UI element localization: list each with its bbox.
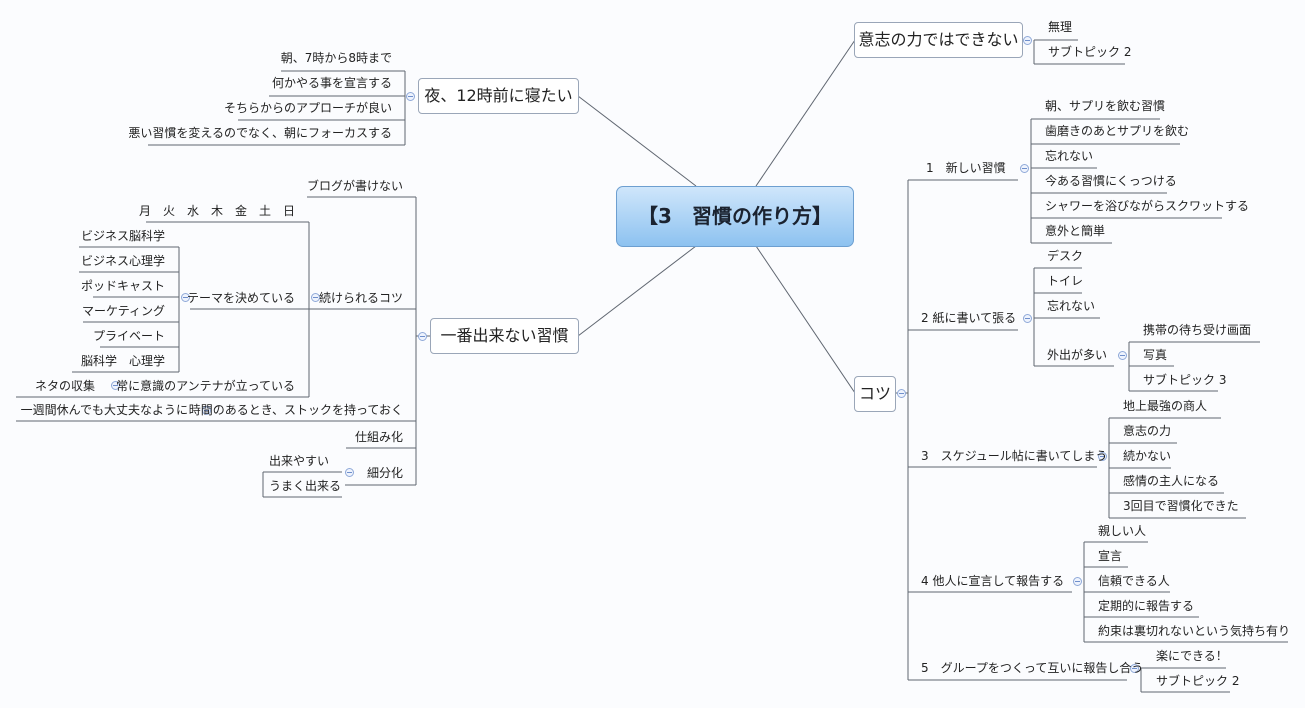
collapse-icon[interactable] [406, 92, 415, 101]
willpower-child[interactable]: サブトピック 2 [1048, 45, 1132, 59]
kotsu-subtopic-4[interactable]: 4 他人に宣言して報告する [921, 574, 1065, 588]
list-item[interactable]: 脳科学 心理学 [80, 354, 165, 368]
collapse-icon[interactable] [1023, 36, 1032, 45]
list-item[interactable]: 意志の力 [1123, 424, 1172, 438]
willpower-child[interactable]: 無理 [1048, 20, 1073, 34]
list-item[interactable]: ポッドキャスト [80, 279, 165, 293]
list-item[interactable]: 時間のあるとき、ストックを持っておく [188, 403, 403, 417]
topic-kotsu[interactable]: コツ [854, 376, 896, 412]
topic-night[interactable]: 夜、12時前に寝たい [418, 78, 579, 114]
collapse-icon[interactable] [1023, 314, 1032, 323]
kotsu-subtopic-1[interactable]: 1 新しい習慣 [926, 161, 1006, 175]
list-item[interactable]: 外出が多い [1047, 348, 1108, 362]
collapse-icon[interactable] [311, 293, 320, 302]
list-item[interactable]: 意外と簡単 [1045, 224, 1106, 238]
list-item[interactable]: 仕組み化 [354, 430, 403, 444]
list-item[interactable]: 月 火 水 木 金 土 日 [138, 204, 295, 218]
collapse-icon[interactable] [1118, 351, 1127, 360]
list-item[interactable]: 親しい人 [1098, 524, 1147, 538]
collapse-icon[interactable] [1130, 664, 1139, 673]
collapse-icon[interactable] [897, 389, 906, 398]
list-item[interactable]: 約束は裏切れないという気持ち有り [1098, 624, 1291, 638]
collapse-icon[interactable] [111, 381, 120, 390]
list-item[interactable]: 忘れない [1047, 299, 1096, 313]
list-item[interactable]: ビジネス心理学 [80, 254, 165, 268]
list-item[interactable]: 何かやる事を宣言する [271, 76, 392, 90]
list-item[interactable]: 朝、サプリを飲む習慣 [1045, 99, 1166, 113]
list-item[interactable]: そちらからのアプローチが良い [223, 101, 392, 115]
list-item[interactable]: テーマを決めている [186, 291, 295, 305]
list-item[interactable]: 信頼できる人 [1098, 574, 1170, 588]
collapse-icon[interactable] [181, 293, 190, 302]
list-item[interactable]: 地上最強の商人 [1123, 399, 1208, 413]
list-item[interactable]: 続かない [1123, 449, 1172, 463]
list-item[interactable]: 3回目で習慣化できた [1123, 499, 1239, 513]
list-item[interactable]: サブトピック 3 [1143, 373, 1227, 387]
list-item[interactable]: 歯磨きのあとサプリを飲む [1045, 124, 1190, 138]
list-item[interactable]: 出来やすい [269, 454, 330, 468]
list-item[interactable]: マーケティング [81, 304, 165, 318]
list-item[interactable]: 常に意識のアンテナが立っている [116, 379, 295, 393]
list-item[interactable]: トイレ [1047, 274, 1084, 288]
list-item[interactable]: ネタの収集 [34, 379, 95, 393]
list-item[interactable]: デスク [1047, 249, 1084, 263]
list-item[interactable]: 写真 [1143, 348, 1168, 362]
collapse-icon[interactable] [1073, 577, 1082, 586]
list-item[interactable]: 楽にできる！ [1156, 649, 1228, 663]
list-item[interactable]: 細分化 [366, 466, 403, 480]
list-item[interactable]: ブログが書けない [306, 179, 403, 193]
list-item[interactable]: うまく出来る [269, 479, 342, 493]
collapse-icon[interactable] [1020, 164, 1029, 173]
list-item[interactable]: 朝、7時から8時まで [280, 51, 392, 65]
topic-hard-habit[interactable]: 一番出来ない習慣 [430, 318, 579, 354]
root-topic[interactable]: 【3 習慣の作り方】 [616, 186, 854, 247]
collapse-icon[interactable] [1098, 452, 1107, 461]
list-item[interactable]: プライベート [92, 329, 165, 343]
list-item[interactable]: 定期的に報告する [1098, 599, 1195, 613]
list-item[interactable]: 一週間休んでも大丈夫なように [20, 403, 188, 417]
list-item[interactable]: 続けられるコツ [318, 291, 403, 305]
list-item[interactable]: 今ある習慣にくっつける [1045, 174, 1177, 188]
collapse-icon[interactable] [345, 468, 354, 477]
collapse-icon[interactable] [418, 332, 427, 341]
list-item[interactable]: シャワーを浴びながらスクワットする [1045, 199, 1250, 213]
kotsu-subtopic-5[interactable]: 5 グループをつくって互いに報告し合う [921, 661, 1144, 675]
kotsu-subtopic-2[interactable]: 2 紙に書いて張る [921, 311, 1017, 325]
list-item[interactable]: 忘れない [1045, 149, 1094, 163]
list-item[interactable]: サブトピック 2 [1156, 674, 1240, 688]
list-item[interactable]: 感情の主人になる [1123, 474, 1220, 488]
kotsu-subtopic-3[interactable]: 3 スケジュール帖に書いてしまう [921, 449, 1108, 463]
list-item[interactable]: ビジネス脳科学 [80, 229, 165, 243]
collapse-icon[interactable] [202, 406, 211, 415]
list-item[interactable]: 悪い習慣を変えるのでなく、朝にフォーカスする [128, 126, 392, 140]
topic-willpower[interactable]: 意志の力ではできない [854, 22, 1023, 58]
list-item[interactable]: 携帯の待ち受け画面 [1143, 323, 1252, 337]
list-item[interactable]: 宣言 [1098, 549, 1123, 563]
